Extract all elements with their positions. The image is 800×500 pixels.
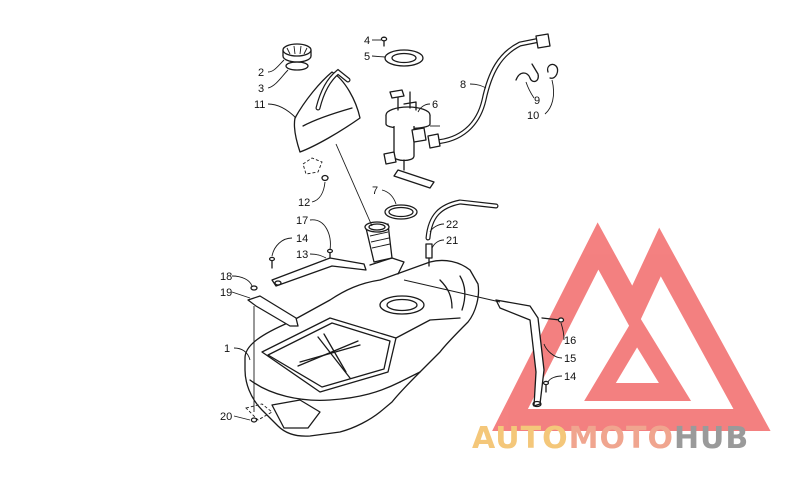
watermark-logo — [492, 222, 771, 431]
hose-clamp-ring — [546, 63, 559, 79]
callout-1: 1 — [224, 343, 251, 361]
svg-text:AUTOMOTOHUB: AUTOMOTOHUB — [472, 421, 749, 456]
callout-label: 3 — [258, 83, 264, 95]
watermark-triangle-outer — [492, 222, 771, 431]
hose-clip — [302, 157, 329, 182]
callout-label: 4 — [364, 35, 370, 47]
callout-label: 19 — [220, 287, 232, 299]
callout-12: 12 — [298, 181, 326, 209]
vent-fitting — [425, 243, 433, 267]
callout-label: 13 — [296, 249, 308, 261]
watermark-auto: AUTO — [472, 421, 569, 456]
hose-clamp-spring — [515, 63, 539, 83]
cap-gasket — [285, 61, 309, 71]
callout-label: 8 — [460, 79, 466, 91]
callout-label: 12 — [298, 197, 310, 209]
callout-13: 13 — [296, 249, 327, 261]
callout-18: 18 — [220, 271, 253, 287]
fuel-pump — [383, 89, 440, 189]
callout-19: 19 — [220, 287, 251, 299]
callout-label: 6 — [432, 99, 438, 111]
pump-gasket — [384, 49, 424, 67]
watermark-text: AUTOMOTOHUB — [472, 421, 749, 456]
callout-label: 2 — [258, 67, 264, 79]
watermark-moto: MOTO — [569, 421, 674, 456]
callout-15: 15 — [543, 343, 576, 365]
filler-hose — [293, 68, 373, 227]
callout-label: 1 — [224, 343, 230, 355]
callout-16: 16 — [560, 322, 576, 347]
callout-17: 17 — [296, 215, 331, 251]
fuel-tank — [244, 221, 480, 437]
callout-label: 20 — [220, 411, 232, 423]
callout-14-right: 14 — [547, 371, 576, 383]
watermark-hub: HUB — [674, 421, 749, 456]
callout-9: 9 — [525, 81, 540, 107]
pump-screw — [380, 36, 388, 47]
tank-strap-right — [403, 279, 565, 408]
tank-mount-bracket-left — [245, 285, 299, 423]
callout-11: 11 — [254, 99, 297, 119]
callout-label: 17 — [296, 215, 308, 227]
tank-strap-left — [268, 248, 367, 287]
callout-22: 22 — [429, 219, 458, 233]
callout-7: 7 — [372, 185, 397, 205]
callout-20: 20 — [220, 411, 251, 423]
filler-cap — [282, 43, 312, 63]
fuel-hose — [427, 33, 551, 149]
callout-label: 5 — [364, 51, 370, 63]
callout-label: 14 — [564, 371, 576, 383]
callout-5: 5 — [364, 51, 386, 63]
callout-label: 16 — [564, 335, 576, 347]
callout-label: 11 — [254, 99, 265, 111]
callout-label: 7 — [372, 185, 378, 197]
callout-2: 2 — [258, 59, 285, 79]
callout-8: 8 — [460, 79, 487, 91]
callout-4: 4 — [364, 35, 381, 47]
callout-label: 14 — [296, 233, 308, 245]
callout-21: 21 — [431, 235, 458, 249]
callout-label: 18 — [220, 271, 232, 283]
vent-hose — [425, 199, 499, 241]
callout-3: 3 — [258, 69, 289, 95]
callout-label: 15 — [564, 353, 576, 365]
watermark-triangle-inner — [584, 312, 692, 401]
callout-label: 21 — [446, 235, 458, 247]
callout-14-left: 14 — [271, 233, 308, 257]
callout-10: 10 — [527, 79, 555, 122]
pump-o-ring — [384, 204, 418, 220]
callout-6: 6 — [417, 99, 438, 113]
callout-label: 22 — [446, 219, 458, 231]
callout-label: 10 — [527, 110, 539, 122]
callout-label: 9 — [534, 95, 540, 107]
